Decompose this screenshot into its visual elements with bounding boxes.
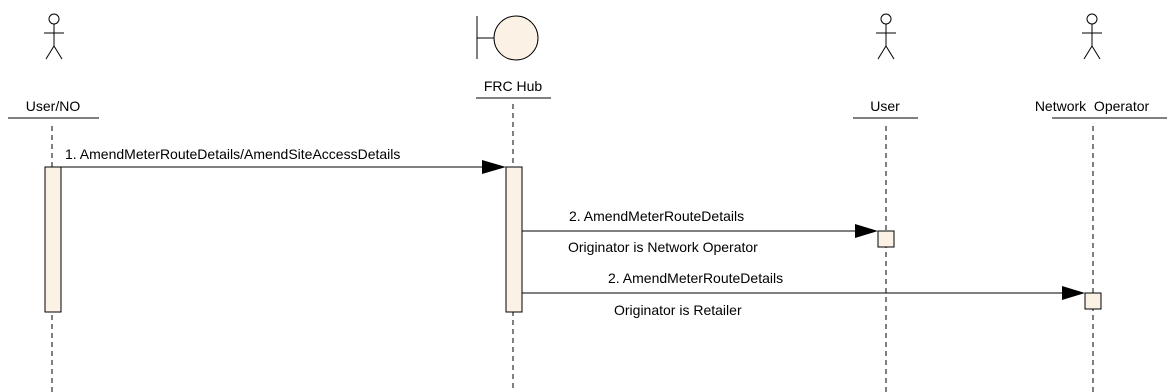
message-2-network-operator: 2. AmendMeterRouteDetails Originator is … xyxy=(522,270,1085,318)
lifeline-label-network-operator: Network Operator xyxy=(1035,98,1150,114)
message-note: Originator is Retailer xyxy=(614,302,742,318)
activation-bar xyxy=(1084,292,1102,310)
lifeline-label-user-no: User/NO xyxy=(26,98,81,114)
message-label: 2. AmendMeterRouteDetails xyxy=(569,208,744,224)
arrowhead-icon xyxy=(482,160,506,174)
lifeline-network-operator: Network Operator xyxy=(1035,13,1167,392)
activation-bar xyxy=(505,166,523,313)
message-note: Originator is Network Operator xyxy=(568,239,758,255)
actor-icon xyxy=(876,13,896,60)
actor-icon xyxy=(44,13,64,60)
lifeline-frc-hub: FRC Hub xyxy=(476,15,551,392)
lifeline-user: User xyxy=(853,13,918,392)
arrowhead-icon xyxy=(1062,286,1085,300)
lifeline-user-no: User/NO xyxy=(8,13,99,392)
activation-bar xyxy=(877,230,895,248)
message-1: 1. AmendMeterRouteDetails/AmendSiteAcces… xyxy=(61,146,506,174)
lifeline-label-user: User xyxy=(870,98,900,114)
activation-bar xyxy=(44,166,62,313)
message-label: 1. AmendMeterRouteDetails/AmendSiteAcces… xyxy=(65,146,400,162)
message-label: 2. AmendMeterRouteDetails xyxy=(608,270,783,286)
boundary-icon xyxy=(476,15,539,61)
lifeline-label-frc-hub: FRC Hub xyxy=(484,78,543,94)
actor-icon xyxy=(1082,13,1102,60)
arrowhead-icon xyxy=(855,224,878,238)
message-2-user: 2. AmendMeterRouteDetails Originator is … xyxy=(522,208,878,255)
